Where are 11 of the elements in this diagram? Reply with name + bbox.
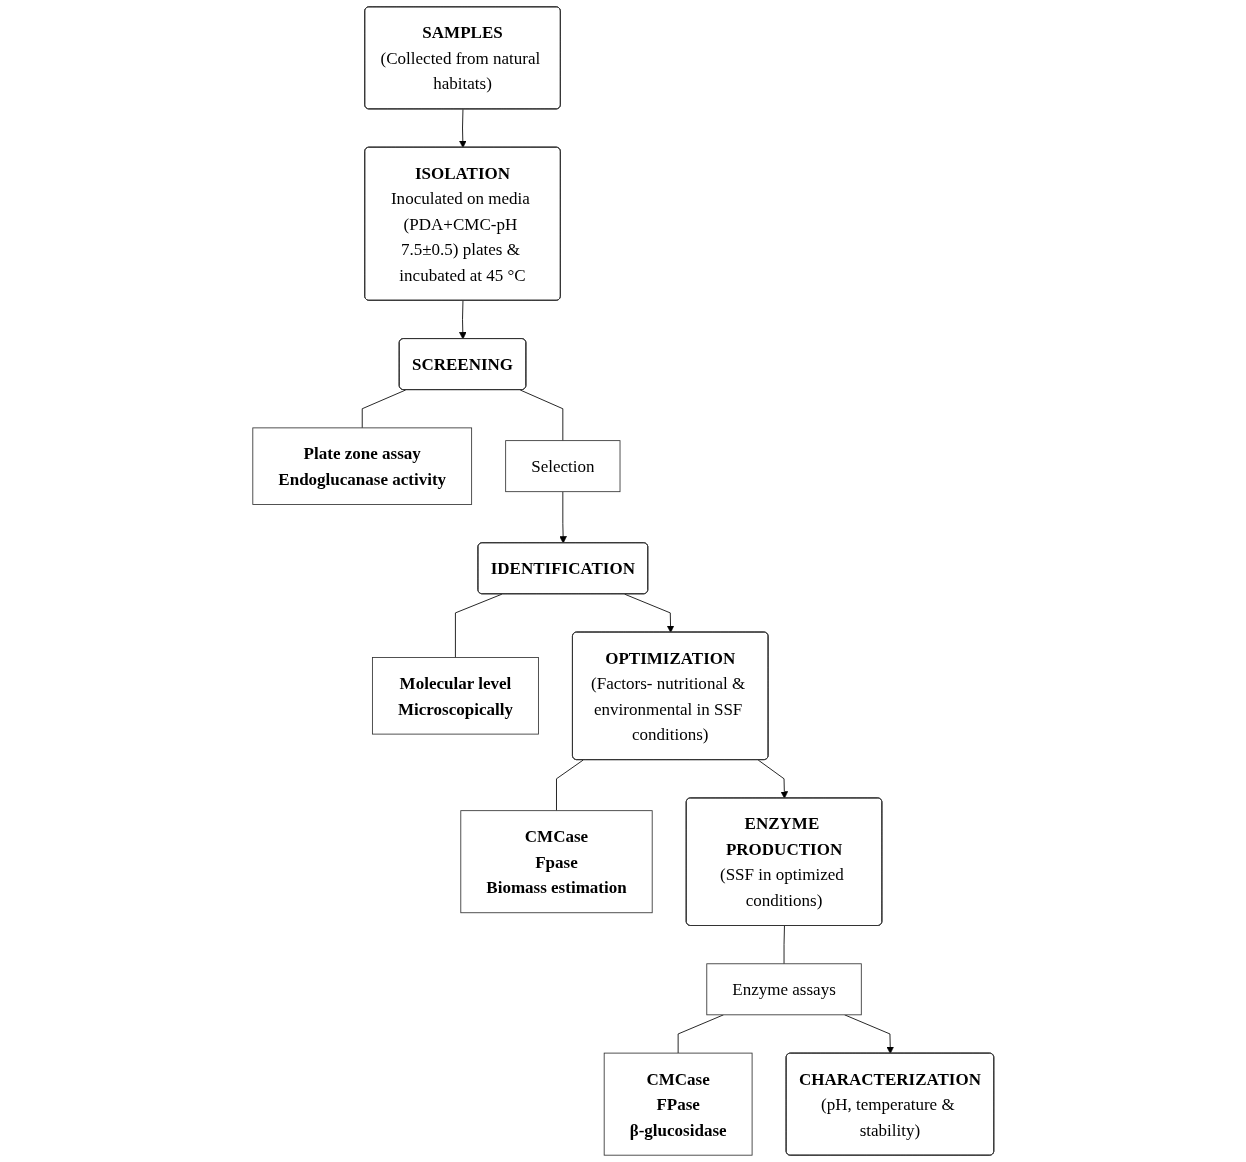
connector (783, 925, 785, 965)
node-box: CMCase FPase β-glucosidase (603, 1052, 753, 1156)
node-box: CMCase Fpase Biomass estimation (460, 810, 653, 914)
node-box: Enzyme assays (706, 963, 862, 1016)
connector (555, 759, 584, 812)
node-box: Molecular level Microscopically (371, 657, 539, 735)
node-box: Plate zone assay Endoglucanase activity (252, 427, 472, 505)
node-box: Selection (504, 440, 621, 493)
connector (454, 593, 502, 658)
connector (677, 1014, 724, 1054)
connector (361, 389, 406, 429)
